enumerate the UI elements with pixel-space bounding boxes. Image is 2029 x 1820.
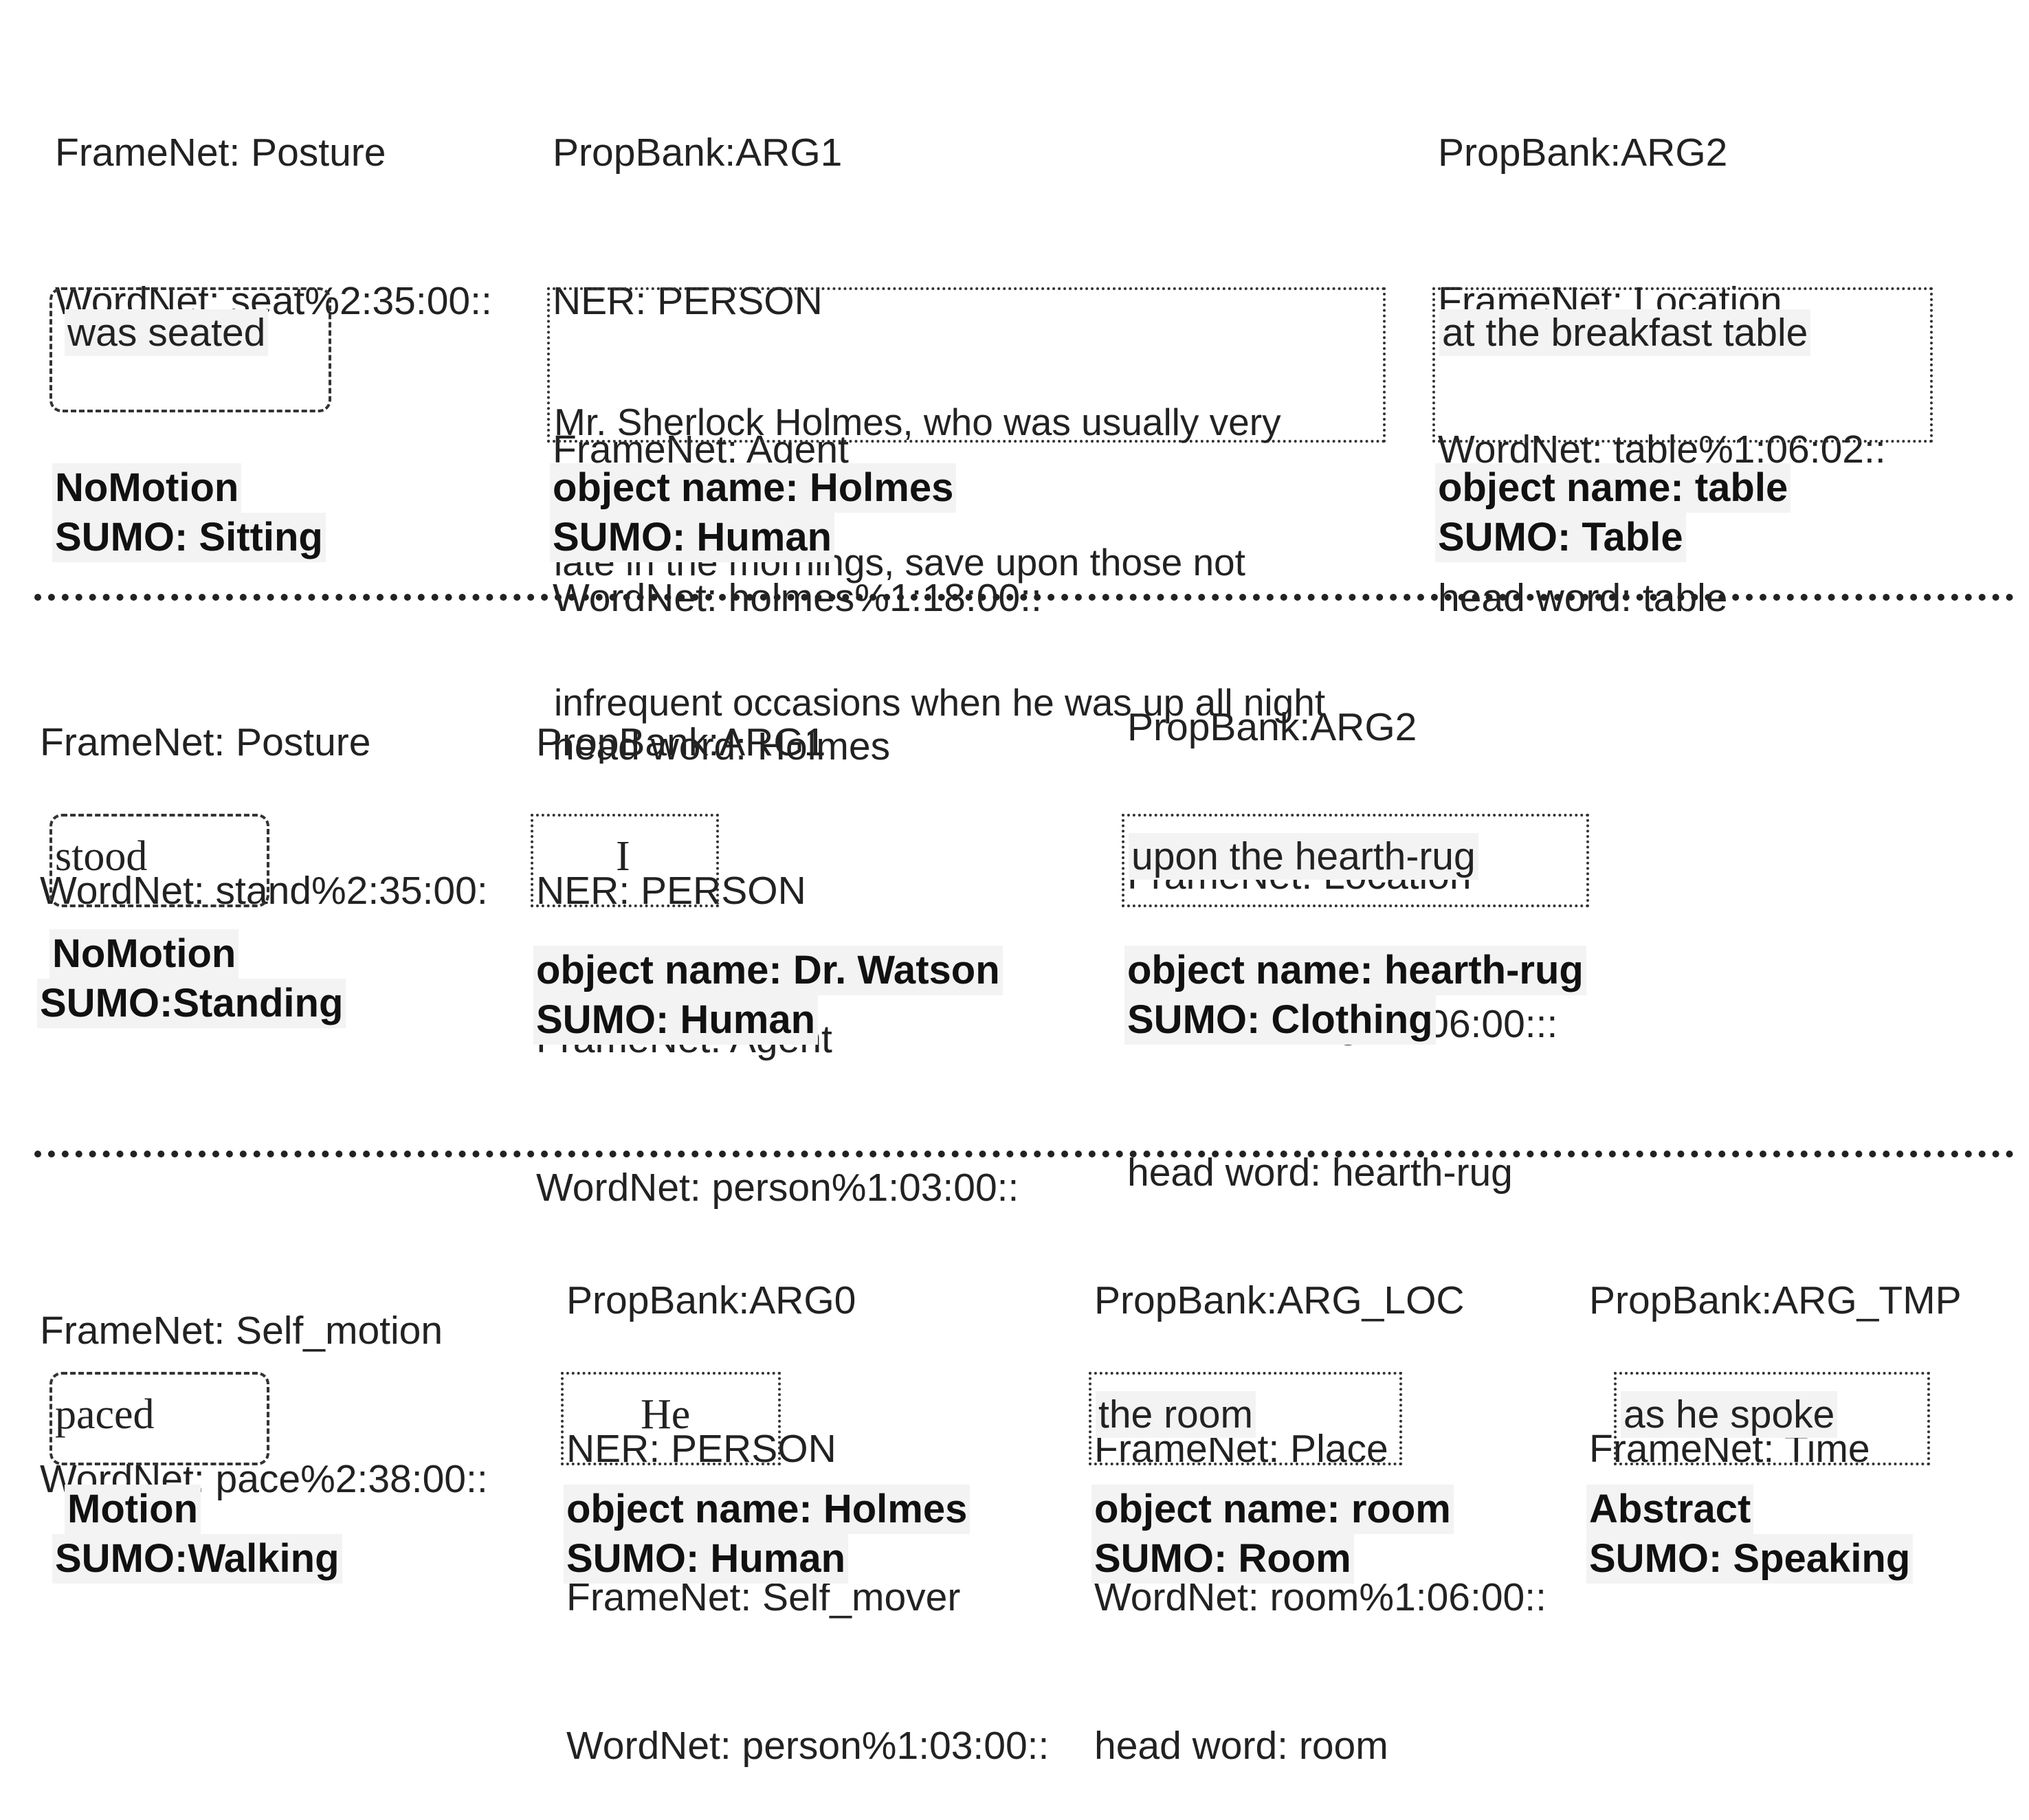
row2-arg1-span: I: [616, 833, 630, 880]
row1-arg2-span: at the breakfast table: [1439, 309, 1811, 356]
row3-verb-span: paced: [55, 1391, 155, 1438]
row1-arg1-ner: NER: PERSON: [553, 279, 823, 323]
row3-argloc-sumo-label: SUMO: Room: [1091, 1534, 1354, 1584]
row3-arg0-span: He: [641, 1391, 691, 1438]
row1-arg2-propbank: PropBank:ARG2: [1438, 131, 1728, 175]
row2-arg2-headword: head word: hearth-rug: [1127, 1151, 1513, 1195]
row2-arg1-propbank: PropBank:ARG1: [536, 720, 826, 764]
row3-argloc-span-box: the room: [1089, 1372, 1402, 1465]
row2-arg1-labels: object name: Dr. Watson SUMO: Human: [533, 946, 1003, 1045]
row2-arg2-span: upon the hearth-rug: [1129, 833, 1478, 880]
row1-verb-labels: NoMotion SUMO: Sitting: [52, 463, 326, 562]
row3-verb-framenet: FrameNet: Self_motion: [40, 1309, 443, 1353]
row1-verb-span: was seated: [65, 309, 269, 356]
row3-argloc-propbank: PropBank:ARG_LOC: [1094, 1278, 1465, 1322]
row1-arg1-propbank: PropBank:ARG1: [553, 131, 843, 175]
row2-arg1-span-box: I: [531, 814, 719, 907]
row3-argloc-span: the room: [1096, 1391, 1256, 1438]
row1-arg2-object-label: object name: table: [1435, 463, 1791, 513]
row3-argtmp-span-box: as he spoke: [1614, 1372, 1930, 1465]
row2-verb-framenet: FrameNet: Posture: [40, 720, 371, 764]
row3-argtmp-sumo-label: SUMO: Speaking: [1586, 1534, 1914, 1584]
row3-verb-labels: Motion SUMO:Walking: [52, 1485, 342, 1584]
row3-arg0-span-box: He: [561, 1372, 781, 1465]
row2-arg1-annotations: PropBank:ARG1 NER: PERSON FrameNet: Agen…: [536, 619, 1019, 1262]
row1-arg2-span-box: at the breakfast table: [1432, 287, 1933, 443]
row-divider-2: [34, 1151, 2014, 1157]
row3-arg0-labels: object name: Holmes SUMO: Human: [564, 1485, 971, 1584]
row1-verb-sumo-label: SUMO: Sitting: [52, 513, 326, 562]
row3-argloc-headword: head word: room: [1094, 1724, 1388, 1768]
row3-argtmp-abstract-label: Abstract: [1586, 1485, 1754, 1534]
row1-arg2-sumo-label: SUMO: Table: [1435, 513, 1686, 562]
row1-arg1-span-line-1: Mr. Sherlock Holmes, who was usually ver…: [554, 401, 1281, 443]
row3-arg0-wordnet: WordNet: person%1:03:00::: [566, 1724, 1050, 1768]
row1-verb-motion-label: NoMotion: [52, 463, 242, 513]
row2-arg1-wordnet: WordNet: person%1:03:00::: [536, 1166, 1019, 1210]
row2-verb-span-box: stood: [49, 814, 269, 907]
row2-verb-sumo-label: SUMO:Standing: [37, 979, 346, 1028]
row3-argtmp-labels: Abstract SUMO: Speaking: [1586, 1485, 1914, 1584]
row1-verb-span-box: was seated: [49, 287, 331, 412]
row2-arg1-sumo-label: SUMO: Human: [533, 995, 818, 1045]
row1-arg1-headword: head word: Holmes: [553, 724, 891, 768]
row1-arg2-labels: object name: table SUMO: Table: [1435, 463, 1791, 562]
row3-arg0-sumo-label: SUMO: Human: [564, 1534, 848, 1584]
row1-arg1-sumo-label: SUMO: Human: [550, 513, 834, 562]
row3-verb-span-box: paced: [49, 1372, 269, 1465]
row3-arg0-propbank: PropBank:ARG0: [566, 1278, 856, 1322]
row3-argloc-labels: object name: room SUMO: Room: [1091, 1485, 1454, 1584]
row1-arg1-labels: object name: Holmes SUMO: Human: [550, 463, 957, 562]
row3-arg0-object-label: object name: Holmes: [564, 1485, 971, 1534]
row3-argloc-object-label: object name: room: [1091, 1485, 1454, 1534]
row2-verb-span: stood: [55, 833, 148, 880]
row3-argtmp-propbank: PropBank:ARG_TMP: [1589, 1278, 1962, 1322]
row1-arg1-span-line-3: infrequent occasions when he was up all …: [554, 681, 1326, 724]
row3-argtmp-span: as he spoke: [1621, 1391, 1838, 1438]
row2-arg1-object-label: object name: Dr. Watson: [533, 946, 1003, 995]
row1-verb-annotations: FrameNet: Posture WordNet: seat%2:35:00:…: [55, 29, 492, 375]
row1-arg1-object-label: object name: Holmes: [550, 463, 957, 513]
row1-arg1-span-box: Mr. Sherlock Holmes, who was usually ver…: [547, 287, 1386, 724]
row1-arg1-span: Mr. Sherlock Holmes, who was usually ver…: [554, 305, 1325, 819]
row2-arg2-sumo-label: SUMO: Clothing: [1124, 995, 1436, 1045]
row2-arg2-propbank: PropBank:ARG2: [1127, 705, 1417, 749]
row2-verb-motion-label: NoMotion: [49, 929, 239, 979]
row3-argtmp-annotations: PropBank:ARG_TMP FrameNet: Time: [1589, 1177, 1962, 1523]
row2-arg2-object-label: object name: hearth-rug: [1124, 946, 1586, 995]
row2-arg2-span-box: upon the hearth-rug: [1122, 814, 1589, 907]
row3-verb-sumo-label: SUMO:Walking: [52, 1534, 342, 1584]
row3-verb-motion-label: Motion: [65, 1485, 201, 1534]
row2-verb-labels: NoMotion SUMO:Standing: [37, 929, 346, 1028]
row1-verb-framenet: FrameNet: Posture: [55, 131, 386, 175]
row-divider-1: [34, 594, 2014, 601]
row2-verb-annotations: FrameNet: Posture WordNet: stand%2:35:00…: [40, 619, 488, 965]
row2-arg2-labels: object name: hearth-rug SUMO: Clothing: [1124, 946, 1586, 1045]
